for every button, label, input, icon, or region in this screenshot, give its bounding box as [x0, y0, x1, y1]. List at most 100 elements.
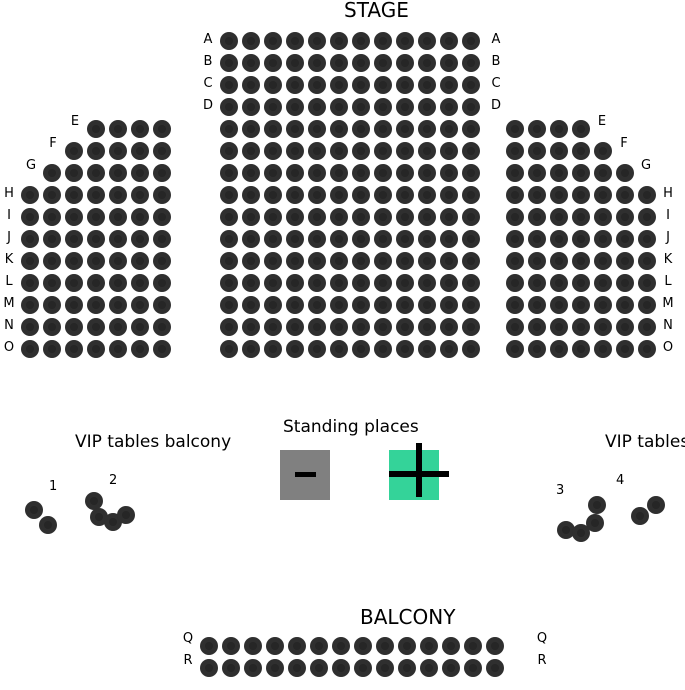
seat-left-L-5[interactable]	[65, 274, 83, 292]
seat-center-E-9[interactable]	[396, 120, 414, 138]
seat-center-H-7[interactable]	[352, 186, 370, 204]
seat-center-A-6[interactable]	[330, 32, 348, 50]
seat-center-B-4[interactable]	[286, 54, 304, 72]
seat-center-E-2[interactable]	[242, 120, 260, 138]
seat-right-N-7[interactable]	[638, 318, 656, 336]
seat-center-O-1[interactable]	[220, 340, 238, 358]
seat-right-N-5[interactable]	[594, 318, 612, 336]
seat-center-H-2[interactable]	[242, 186, 260, 204]
seat-center-C-10[interactable]	[418, 76, 436, 94]
seat-right-O-4[interactable]	[572, 340, 590, 358]
seat-center-O-4[interactable]	[286, 340, 304, 358]
seat-left-M-3[interactable]	[109, 296, 127, 314]
seat-right-L-5[interactable]	[594, 274, 612, 292]
seat-center-D-6[interactable]	[330, 98, 348, 116]
seat-center-H-1[interactable]	[220, 186, 238, 204]
seat-center-O-9[interactable]	[396, 340, 414, 358]
seat-balcony-R-10[interactable]	[398, 659, 416, 677]
seat-left-I-2[interactable]	[131, 208, 149, 226]
seat-left-J-3[interactable]	[109, 230, 127, 248]
seat-center-A-7[interactable]	[352, 32, 370, 50]
seat-right-H-6[interactable]	[616, 186, 634, 204]
seat-center-B-9[interactable]	[396, 54, 414, 72]
seat-left-L-4[interactable]	[87, 274, 105, 292]
seat-right-M-1[interactable]	[506, 296, 524, 314]
seat-right-M-3[interactable]	[550, 296, 568, 314]
table-2-seat-1[interactable]	[85, 492, 103, 510]
seat-balcony-R-14[interactable]	[486, 659, 504, 677]
seat-left-H-3[interactable]	[109, 186, 127, 204]
seat-right-N-4[interactable]	[572, 318, 590, 336]
seat-balcony-Q-5[interactable]	[288, 637, 306, 655]
seat-center-H-5[interactable]	[308, 186, 326, 204]
seat-center-H-6[interactable]	[330, 186, 348, 204]
seat-center-H-8[interactable]	[374, 186, 392, 204]
seat-right-L-6[interactable]	[616, 274, 634, 292]
seat-center-J-11[interactable]	[440, 230, 458, 248]
seat-center-M-7[interactable]	[352, 296, 370, 314]
seat-center-N-7[interactable]	[352, 318, 370, 336]
seat-center-G-9[interactable]	[396, 164, 414, 182]
table-1-seat-1[interactable]	[25, 501, 43, 519]
seat-center-G-5[interactable]	[308, 164, 326, 182]
seat-center-C-5[interactable]	[308, 76, 326, 94]
seat-center-I-6[interactable]	[330, 208, 348, 226]
seat-center-M-11[interactable]	[440, 296, 458, 314]
seat-center-A-5[interactable]	[308, 32, 326, 50]
seat-center-G-6[interactable]	[330, 164, 348, 182]
seat-left-F-4[interactable]	[87, 142, 105, 160]
seat-center-C-12[interactable]	[462, 76, 480, 94]
standing-increase-button[interactable]	[389, 443, 449, 500]
seat-right-G-2[interactable]	[528, 164, 546, 182]
seat-center-B-1[interactable]	[220, 54, 238, 72]
seat-center-N-3[interactable]	[264, 318, 282, 336]
seat-left-F-1[interactable]	[153, 142, 171, 160]
seat-right-M-7[interactable]	[638, 296, 656, 314]
seat-center-A-12[interactable]	[462, 32, 480, 50]
seat-center-H-3[interactable]	[264, 186, 282, 204]
seat-center-D-1[interactable]	[220, 98, 238, 116]
seat-center-B-5[interactable]	[308, 54, 326, 72]
seat-center-M-12[interactable]	[462, 296, 480, 314]
seat-center-E-10[interactable]	[418, 120, 436, 138]
seat-right-N-1[interactable]	[506, 318, 524, 336]
seat-center-L-3[interactable]	[264, 274, 282, 292]
seat-right-M-4[interactable]	[572, 296, 590, 314]
seat-center-L-9[interactable]	[396, 274, 414, 292]
seat-center-F-3[interactable]	[264, 142, 282, 160]
seat-center-E-11[interactable]	[440, 120, 458, 138]
seat-left-E-4[interactable]	[87, 120, 105, 138]
seat-center-G-1[interactable]	[220, 164, 238, 182]
seat-left-O-7[interactable]	[21, 340, 39, 358]
seat-left-N-5[interactable]	[65, 318, 83, 336]
seat-center-M-4[interactable]	[286, 296, 304, 314]
seat-center-D-9[interactable]	[396, 98, 414, 116]
seat-balcony-Q-8[interactable]	[354, 637, 372, 655]
seat-center-L-1[interactable]	[220, 274, 238, 292]
seat-left-L-7[interactable]	[21, 274, 39, 292]
seat-left-H-1[interactable]	[153, 186, 171, 204]
seat-left-O-5[interactable]	[65, 340, 83, 358]
seat-right-O-2[interactable]	[528, 340, 546, 358]
seat-right-G-5[interactable]	[594, 164, 612, 182]
seat-center-F-10[interactable]	[418, 142, 436, 160]
seat-center-E-8[interactable]	[374, 120, 392, 138]
seat-left-I-5[interactable]	[65, 208, 83, 226]
seat-center-M-6[interactable]	[330, 296, 348, 314]
seat-center-J-4[interactable]	[286, 230, 304, 248]
seat-left-J-2[interactable]	[131, 230, 149, 248]
seat-right-H-2[interactable]	[528, 186, 546, 204]
seat-center-D-8[interactable]	[374, 98, 392, 116]
seat-balcony-R-13[interactable]	[464, 659, 482, 677]
seat-center-E-1[interactable]	[220, 120, 238, 138]
seat-left-H-6[interactable]	[43, 186, 61, 204]
seat-right-K-2[interactable]	[528, 252, 546, 270]
seat-right-O-7[interactable]	[638, 340, 656, 358]
seat-center-M-3[interactable]	[264, 296, 282, 314]
seat-center-L-8[interactable]	[374, 274, 392, 292]
seat-center-K-7[interactable]	[352, 252, 370, 270]
seat-right-H-5[interactable]	[594, 186, 612, 204]
seat-left-O-3[interactable]	[109, 340, 127, 358]
table-3-seat-3[interactable]	[586, 514, 604, 532]
seat-center-G-7[interactable]	[352, 164, 370, 182]
